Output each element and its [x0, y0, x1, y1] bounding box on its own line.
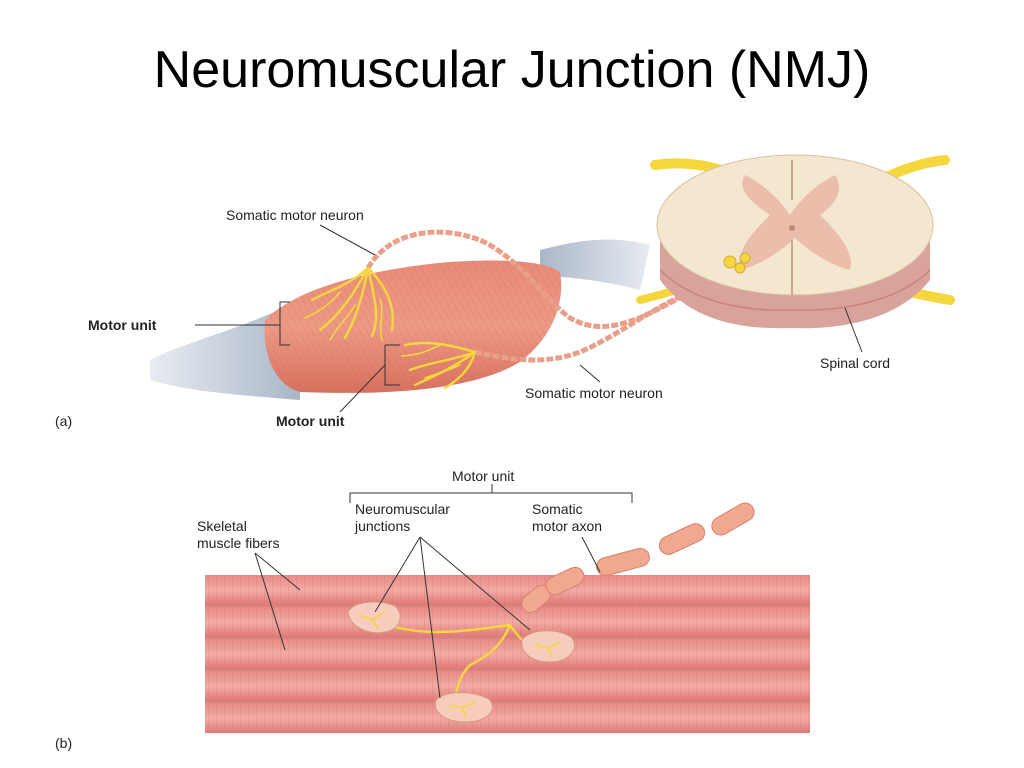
- bracket-motor-unit-left: [279, 301, 290, 346]
- spinal-cord: [636, 154, 955, 329]
- panel-a: Somatic motor neuron Motor unit Motor un…: [55, 154, 955, 429]
- bracket-motor-unit-bottom: [384, 344, 400, 386]
- neuromuscular-junctions: [347, 601, 575, 723]
- leader-axon: [581, 536, 601, 573]
- label-motor-unit-left: Motor unit: [88, 317, 157, 333]
- label-somatic-motor-neuron-bottom: Somatic motor neuron: [525, 385, 663, 401]
- slide-title: Neuromuscular Junction (NMJ): [153, 41, 871, 99]
- panel-b: Motor unit Skeletal muscle fibers Neurom…: [55, 468, 810, 751]
- motor-neuron-axon-1: [365, 229, 692, 329]
- leader-skeletal-fibers: [254, 552, 301, 651]
- bracket-motor-unit-b: [349, 484, 633, 503]
- leader-motor-unit-bottom: [339, 364, 386, 413]
- leader-nmj: [374, 536, 531, 699]
- label-somatic-motor-neuron-top: Somatic motor neuron: [226, 207, 364, 223]
- spinal-gray-matter: [739, 175, 851, 270]
- motor-neuron-cell-bodies: [723, 252, 751, 274]
- leader-spinal-cord: [844, 307, 863, 353]
- label-motor-unit-bottom: Motor unit: [276, 413, 345, 429]
- skeletal-muscle-fibers: [205, 575, 810, 733]
- motor-neuron-axon-2: [474, 285, 701, 363]
- end-plate-2: [521, 630, 575, 663]
- somatic-motor-axon: [521, 502, 755, 613]
- label-motor-unit-b: Motor unit: [452, 468, 514, 484]
- panel-b-tag: (b): [55, 735, 72, 751]
- tendon-right: [540, 239, 650, 290]
- label-nmj-line1: Neuromuscular: [355, 501, 450, 517]
- label-skeletal-line2: muscle fibers: [197, 535, 279, 551]
- label-nmj-line2: junctions: [354, 518, 410, 534]
- motor-unit-1-branches: [304, 266, 394, 341]
- end-plate-1: [347, 601, 401, 634]
- label-spinal-cord: Spinal cord: [820, 355, 890, 371]
- label-axon-line1: Somatic: [532, 501, 583, 517]
- leader-somatic-motor-neuron-top: [319, 224, 376, 256]
- leader-somatic-motor-neuron-bottom: [579, 364, 601, 383]
- label-axon-line2: motor axon: [532, 518, 602, 534]
- panel-a-tag: (a): [55, 413, 72, 429]
- label-skeletal-line1: Skeletal: [197, 518, 247, 534]
- motor-unit-2-branches: [401, 341, 477, 390]
